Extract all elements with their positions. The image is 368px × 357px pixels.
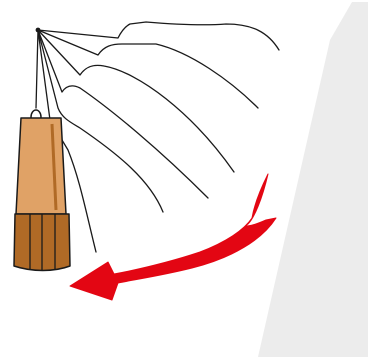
hanging-string [36,30,38,108]
shadow-panel [258,2,368,357]
swing-string-fan [36,22,279,252]
hanging-weight-icon [14,110,70,271]
swing-direction-arrow-icon [70,174,276,300]
pivot-point-icon [36,28,41,33]
swing-string-1 [38,22,279,50]
arrow-shaft [70,174,276,300]
swing-string-2 [38,30,258,108]
swing-string-3 [38,30,234,172]
weight-upper-body [16,118,66,214]
